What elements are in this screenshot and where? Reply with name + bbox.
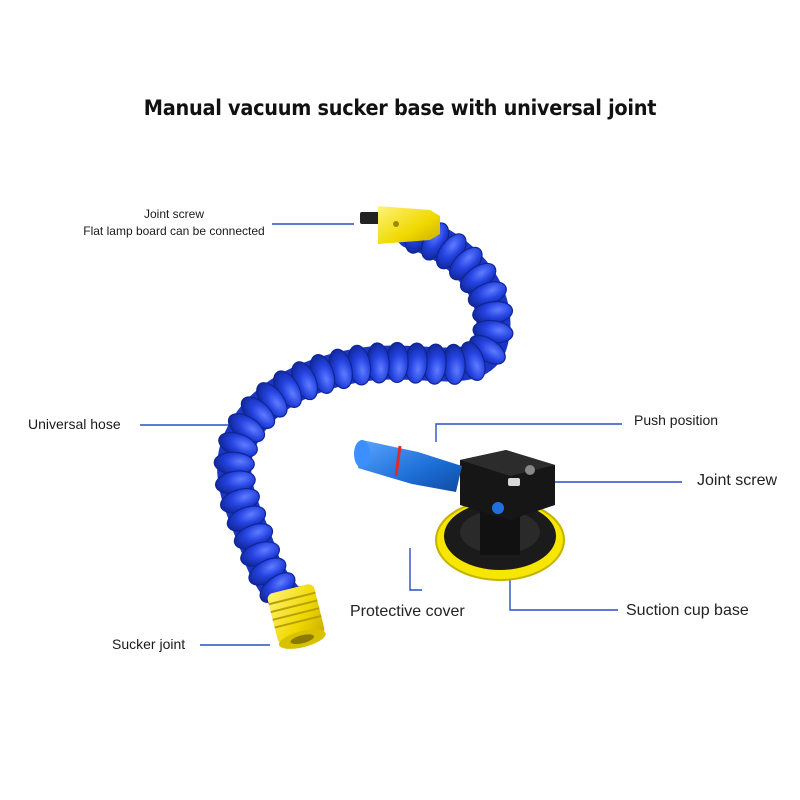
universal-hose-label: Universal hose <box>28 416 121 432</box>
joint-screw-right-label: Joint screw <box>697 472 778 489</box>
sucker-joint-icon <box>267 584 326 649</box>
push-position-label: Push position <box>634 412 719 428</box>
sucker-joint-label: Sucker joint <box>112 636 186 652</box>
protective-cover-label: Protective cover <box>350 603 465 620</box>
suction-cup-base-icon <box>354 440 565 581</box>
joint-screw-top-label: Joint screw <box>143 207 205 221</box>
flat-lamp-label: Flat lamp board can be connected <box>83 224 265 238</box>
diagram-title: Manual vacuum sucker base with universal… <box>143 96 657 120</box>
top-joint-screw-icon <box>360 206 440 244</box>
suction-cup-base-label: Suction cup base <box>626 602 749 619</box>
